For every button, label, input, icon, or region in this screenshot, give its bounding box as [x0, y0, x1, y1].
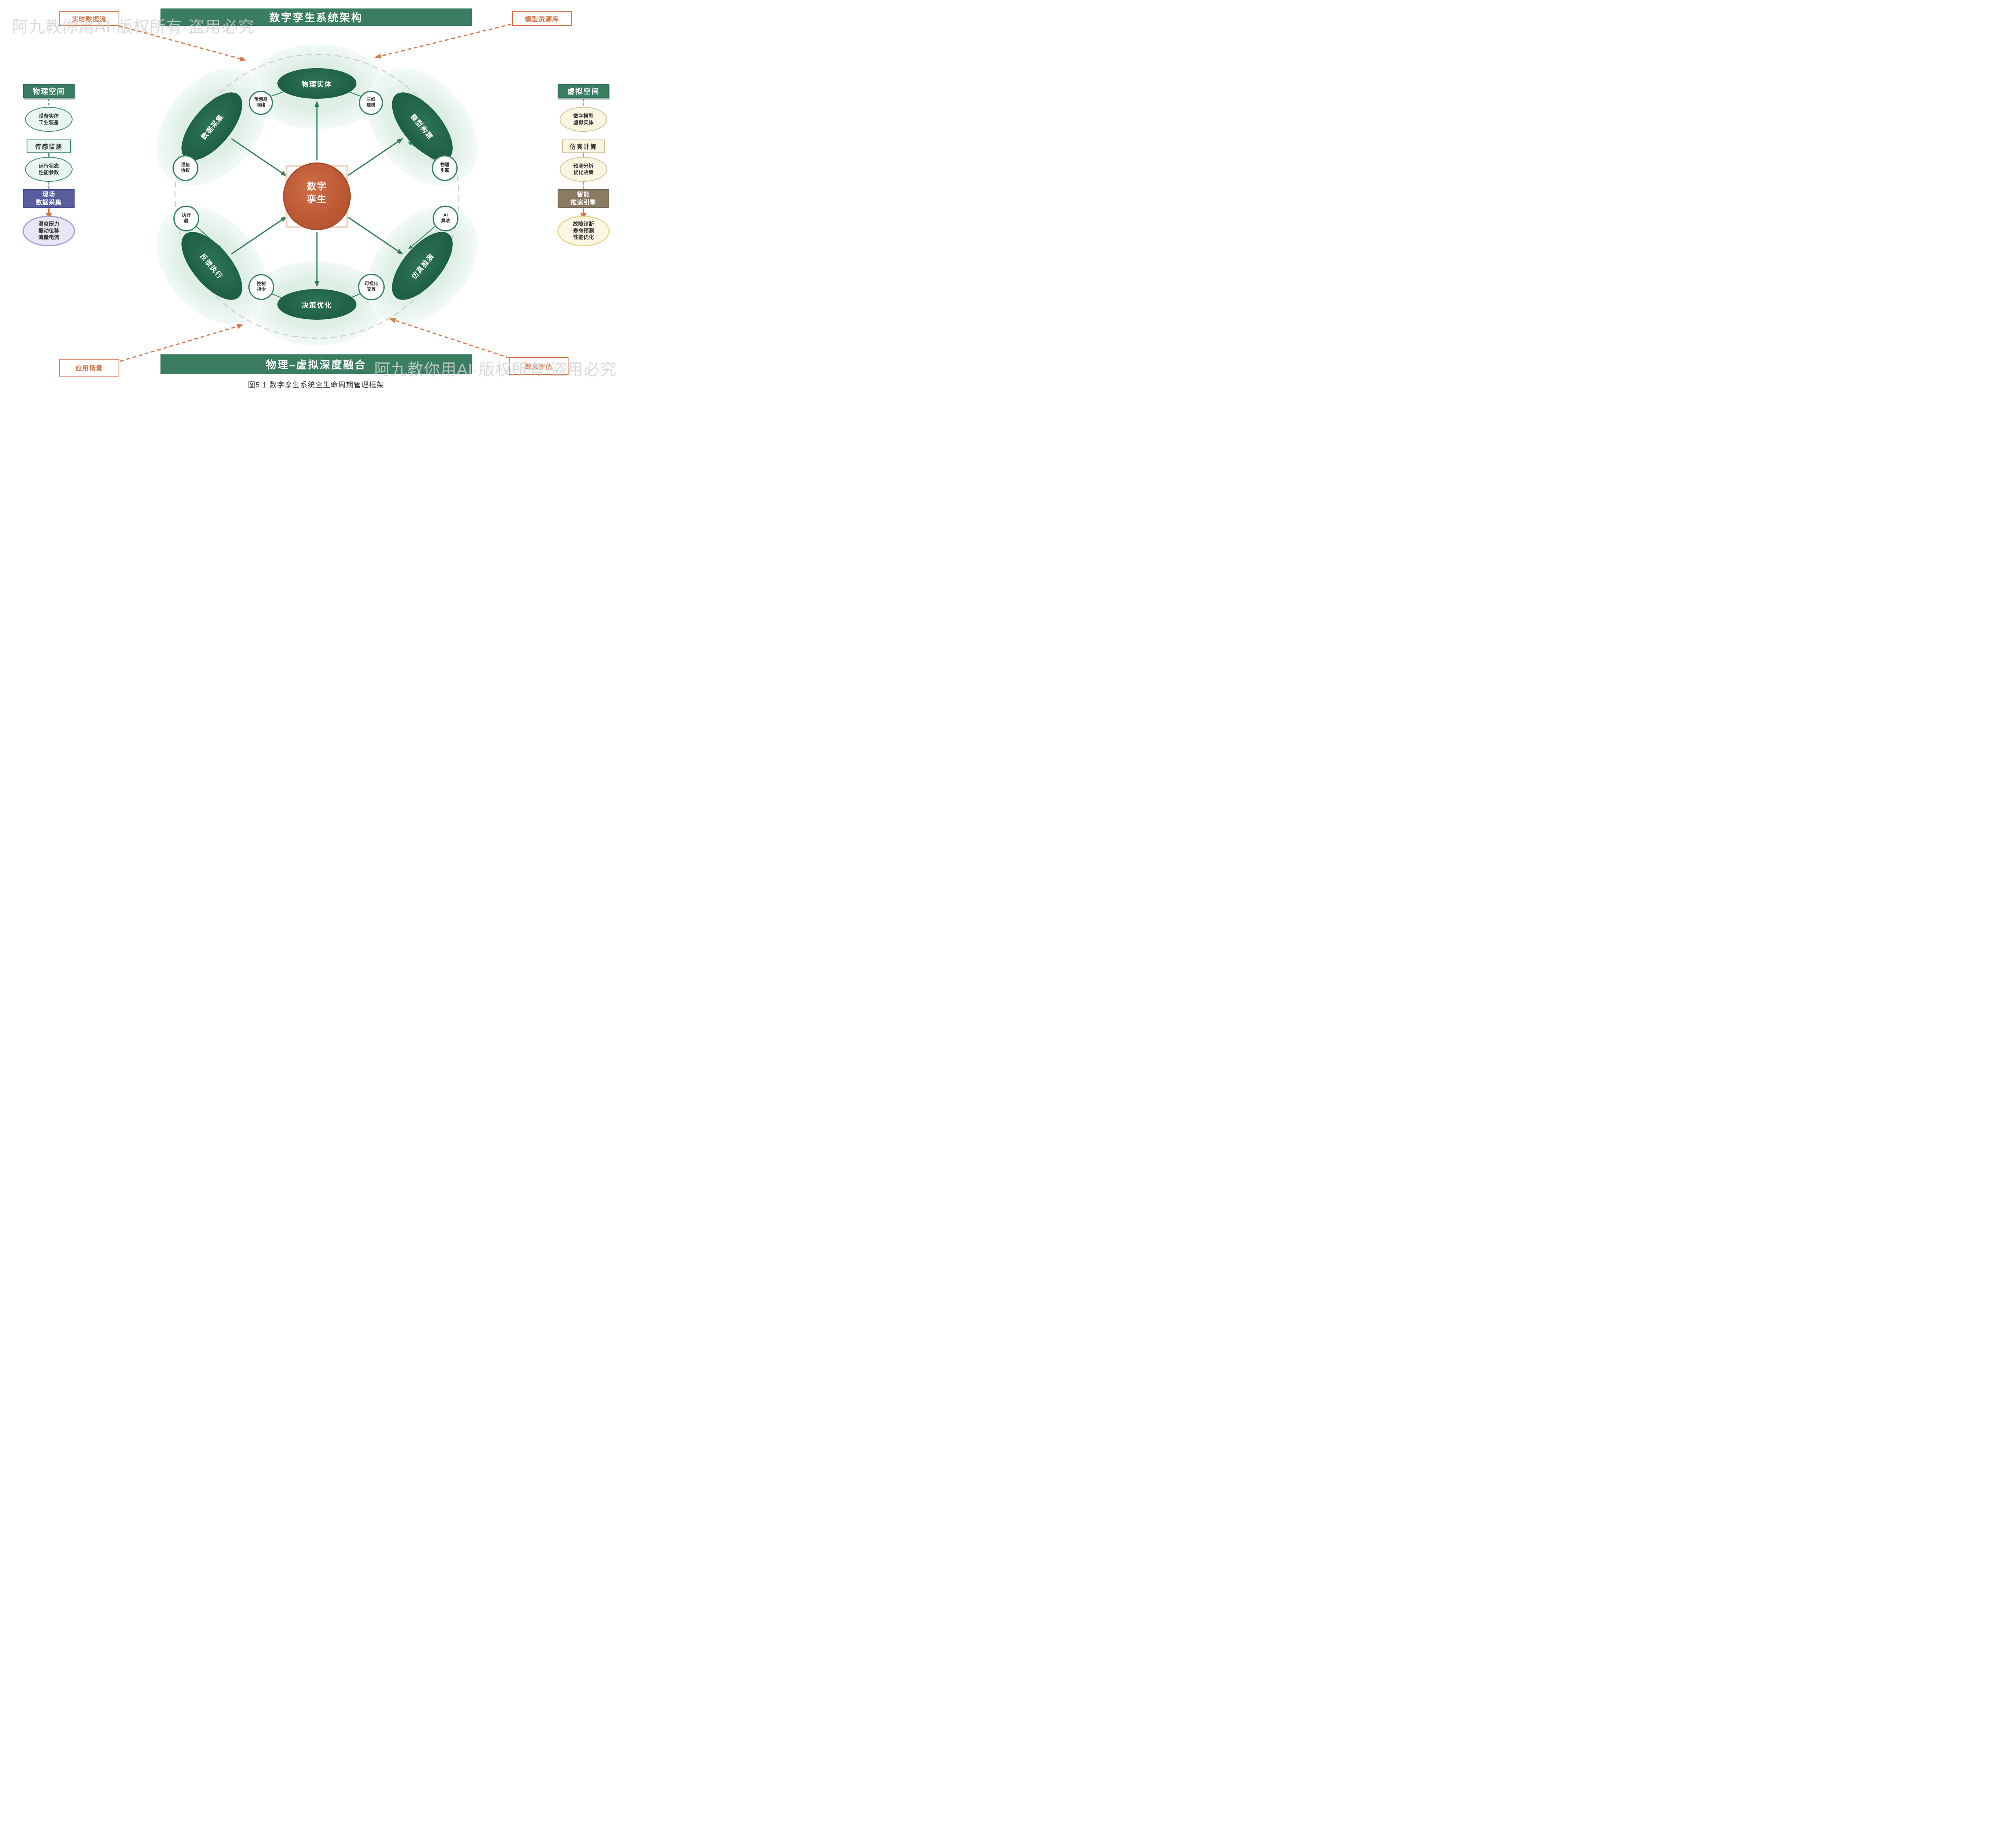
label-effect-evaluation: 效果评估 [509, 357, 569, 375]
satellite-comm-protocol: 通信 协议 [173, 155, 198, 181]
node-label: 反馈执行 [198, 252, 224, 281]
satellite-actuator: 执行 器 [173, 206, 199, 231]
corner-dashed-arrows [119, 23, 512, 362]
left-box-sensing-monitor: 传感监测 [27, 139, 71, 153]
right-ellipse-diagnosis-prediction: 故障诊断 寿命预测 性能优化 [557, 216, 610, 246]
label-realtime-dataflow: 实时数据流 [59, 11, 119, 26]
title-banner: 数字孪生系统架构 [160, 8, 472, 26]
left-ellipse-running-state: 运行状态 性能参数 [25, 157, 73, 182]
right-ellipse-digital-model: 数字模型 虚拟实体 [560, 107, 607, 132]
dashed-ring [174, 54, 460, 339]
bottom-banner: 物理–虚拟深度融合 [160, 354, 472, 374]
node-label: 决策优化 [302, 301, 332, 309]
center-digital-twin-hub: 数字 孪生 [283, 162, 351, 230]
node-label: 模型构建 [409, 112, 435, 142]
page-title: 数字孪生系统架构 [269, 12, 363, 24]
bottom-banner-label: 物理–虚拟深度融合 [266, 358, 367, 371]
left-box-field-data-collection: 现场 数据采集 [23, 189, 75, 208]
node-physical-entity: 物理实体 [277, 68, 356, 99]
node-decision-optimization: 决策优化 [277, 289, 356, 320]
connector-layer [46, 23, 587, 362]
radial-arrows [231, 101, 403, 287]
right-box-simulation-computing: 仿真计算 [562, 139, 605, 153]
left-ellipse-device-entity: 设备实体 工业装备 [25, 107, 73, 132]
node-label: 数据采集 [200, 112, 225, 142]
digital-twin-diagram: 数字孪生系统架构 物理–虚拟深度融合 图5.1 数字孪生系统全生命周期管理框架 … [0, 0, 624, 396]
satellite-3d-modeling: 三维 建模 [359, 91, 383, 115]
satellite-control-command: 控制 指令 [248, 274, 274, 300]
node-label: 仿真推演 [410, 252, 436, 281]
satellite-ai-algorithm: AI 算法 [433, 206, 458, 231]
center-label: 数字 孪生 [307, 181, 327, 204]
left-column-header: 物理空间 [23, 84, 75, 98]
node-label: 物理实体 [302, 80, 332, 88]
label-model-repository: 模型资源库 [512, 11, 572, 26]
satellite-sensor-network: 传感器 网络 [249, 91, 273, 115]
right-column-header: 虚拟空间 [558, 84, 609, 98]
right-box-intelligent-deduction-engine: 智能 推演引擎 [558, 189, 609, 208]
right-ellipse-predictive-analysis: 预测分析 优化决策 [560, 157, 607, 182]
left-ellipse-signal-types: 温度压力 振动位移 流量电流 [23, 216, 75, 246]
satellite-visual-interaction: 可视化 交互 [358, 274, 385, 300]
label-application-scenarios: 应用场景 [59, 359, 119, 377]
satellite-physics-engine: 物理 引擎 [432, 155, 458, 181]
figure-caption: 图5.1 数字孪生系统全生命周期管理框架 [248, 381, 385, 389]
